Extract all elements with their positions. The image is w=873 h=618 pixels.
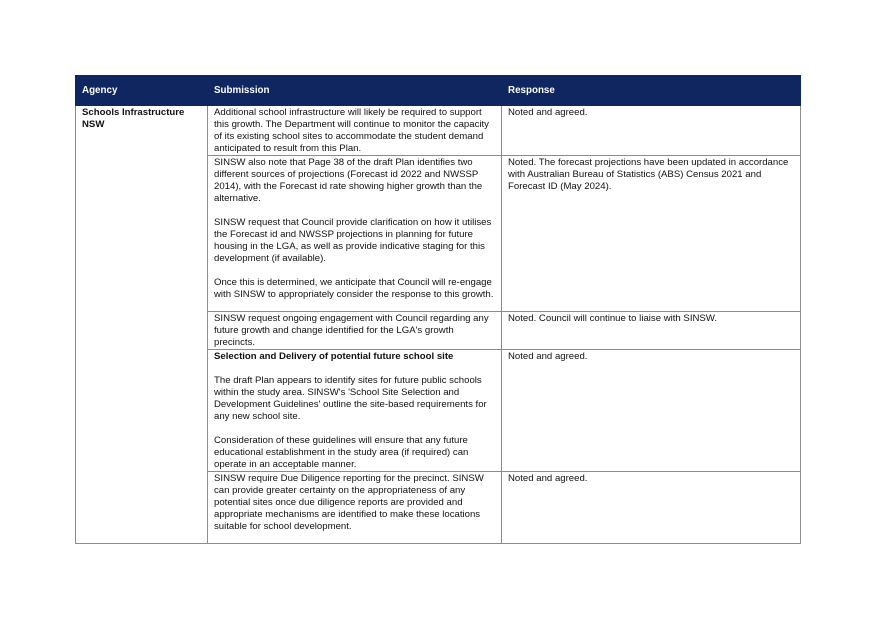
submission-text: Once this is determined, we anticipate t… — [214, 277, 494, 300]
submission-text: SINSW require Due Diligence reporting fo… — [214, 473, 484, 532]
response-cell: Noted and agreed. — [501, 349, 801, 472]
submission-text: Consideration of these guidelines will e… — [214, 435, 469, 470]
submission-text: The draft Plan appears to identify sites… — [214, 375, 487, 422]
submission-cell: SINSW also note that Page 38 of the draf… — [207, 155, 502, 312]
table-row: SINSW also note that Page 38 of the draf… — [76, 155, 801, 312]
response-text: Noted and agreed. — [508, 351, 588, 362]
response-cell: Noted. Council will continue to liaise w… — [501, 311, 801, 350]
response-text: Noted and agreed. — [508, 473, 588, 484]
table-header-row: Agency Submission Response — [75, 75, 801, 106]
response-cell: Noted. The forecast projections have bee… — [501, 155, 801, 312]
submission-text: Additional school infrastructure will li… — [214, 107, 489, 154]
header-response: Response — [501, 75, 801, 106]
submission-text: SINSW request that Council provide clari… — [214, 217, 492, 264]
response-cell: Noted and agreed. — [501, 471, 801, 544]
submission-text: SINSW also note that Page 38 of the draf… — [214, 157, 483, 204]
table-row: Selection and Delivery of potential futu… — [76, 349, 801, 472]
submission-cell: Selection and Delivery of potential futu… — [207, 349, 502, 472]
submission-text: SINSW request ongoing engagement with Co… — [214, 313, 489, 348]
response-text: Noted and agreed. — [508, 107, 588, 118]
response-text: Noted. Council will continue to liaise w… — [508, 313, 718, 324]
response-cell: Noted and agreed. — [501, 105, 801, 156]
header-submission: Submission — [207, 75, 502, 106]
table-row: Schools Infrastructure NSW Additional sc… — [75, 105, 801, 544]
submission-cell: SINSW require Due Diligence reporting fo… — [207, 471, 502, 544]
submission-heading: Selection and Delivery of potential futu… — [214, 351, 454, 362]
table-row: SINSW require Due Diligence reporting fo… — [76, 471, 801, 544]
submissions-table: Agency Submission Response Schools Infra… — [75, 75, 801, 544]
submission-cell: SINSW request ongoing engagement with Co… — [207, 311, 502, 350]
agency-cell: Schools Infrastructure NSW — [75, 105, 208, 544]
response-text: Noted. The forecast projections have bee… — [508, 157, 789, 192]
submission-cell: Additional school infrastructure will li… — [207, 105, 502, 156]
header-agency: Agency — [75, 75, 208, 106]
